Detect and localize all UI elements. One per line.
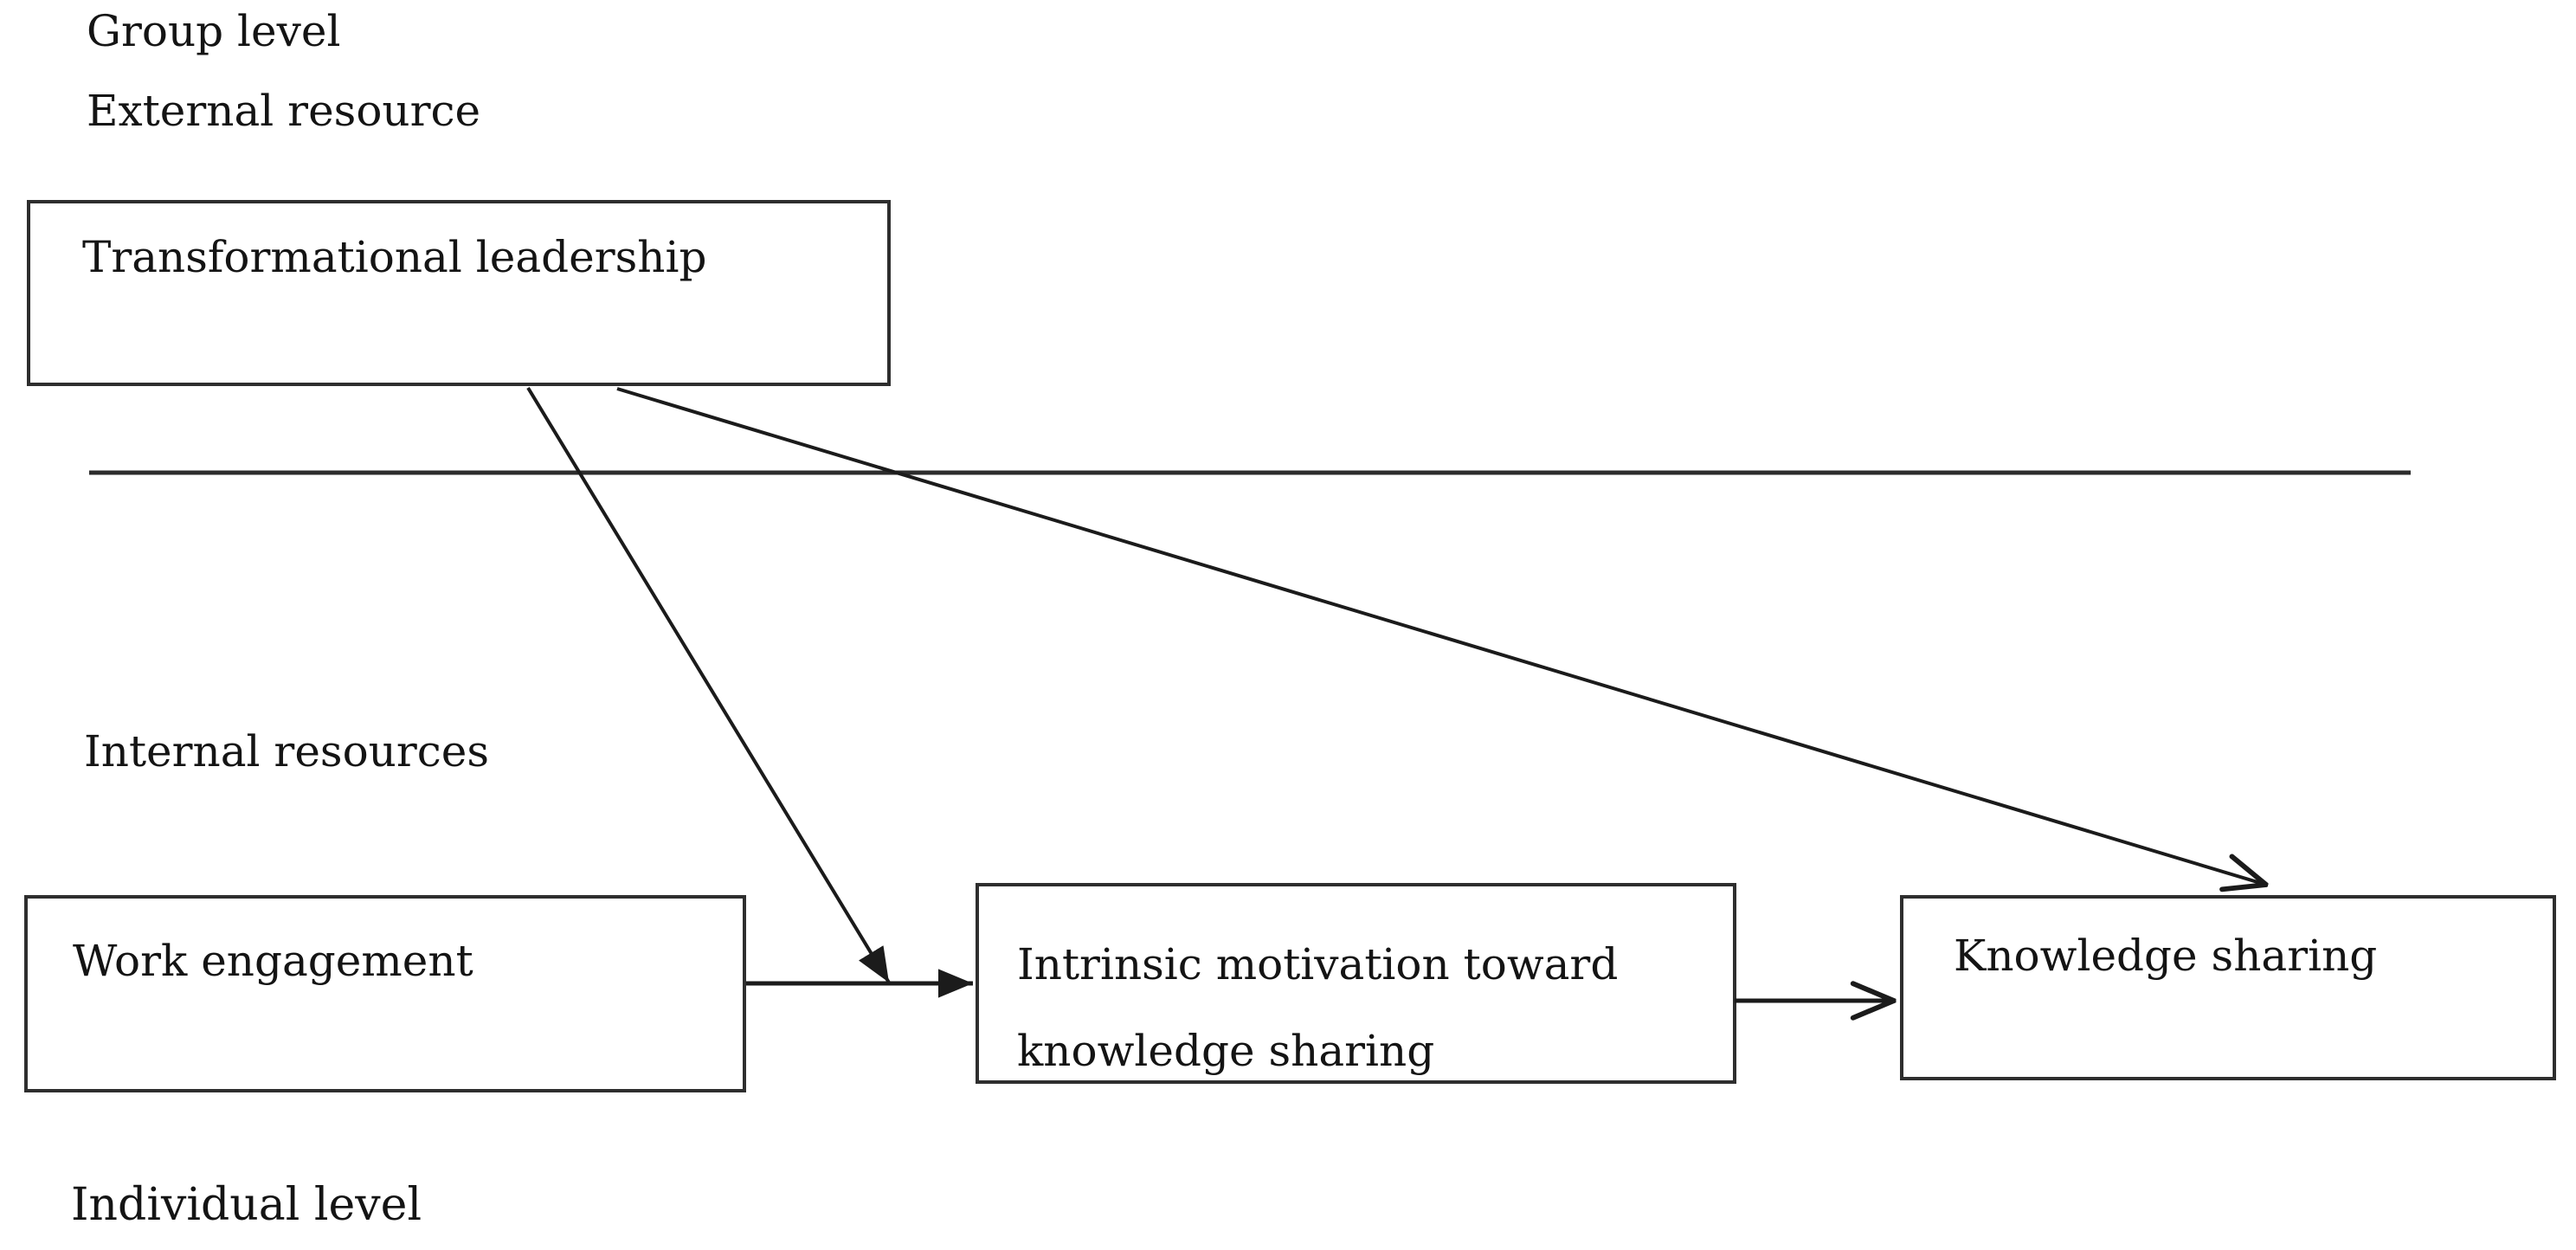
intrinsic-motivation-label-line1: Intrinsic motivation toward [1017, 939, 1619, 989]
knowledge-sharing-box: Knowledge sharing [1900, 895, 2556, 1080]
transformational-leadership-label: Transformational leadership [82, 232, 707, 282]
arrow-tl-to-knowledge-sharing [616, 387, 2266, 885]
arrow-tl-moderation [526, 386, 891, 984]
knowledge-sharing-label: Knowledge sharing [1954, 931, 2378, 981]
intrinsic-motivation-label-line2: knowledge sharing [1017, 1026, 1435, 1076]
individual-level-label: Individual level [71, 1179, 422, 1231]
work-engagement-box: Work engagement [24, 895, 746, 1092]
group-level-label: Group level [87, 6, 341, 56]
work-engagement-label: Work engagement [73, 936, 473, 986]
intrinsic-motivation-box: Intrinsic motivation toward knowledge sh… [976, 883, 1736, 1084]
transformational-leadership-box: Transformational leadership [27, 200, 891, 386]
internal-resources-label: Internal resources [84, 726, 490, 776]
external-resource-label: External resource [87, 86, 481, 136]
